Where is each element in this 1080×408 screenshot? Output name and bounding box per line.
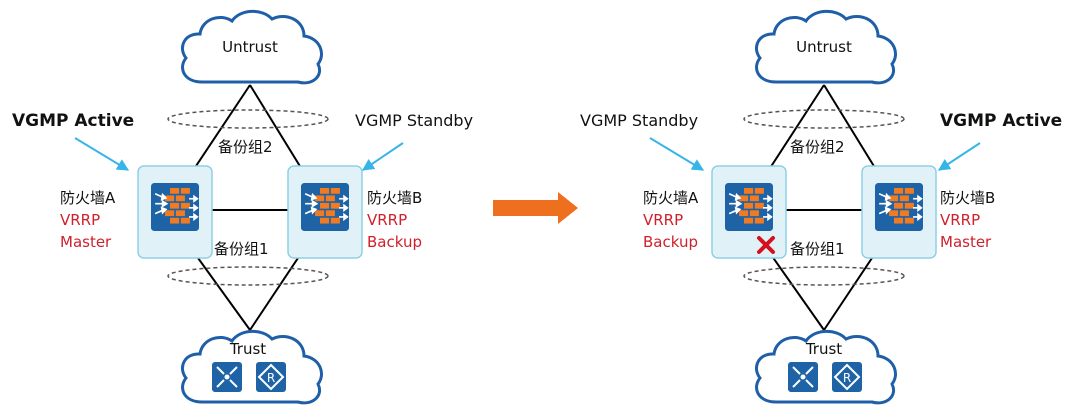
router-icon xyxy=(256,362,286,392)
fwb-vrrp: VRRP xyxy=(367,211,407,229)
untrust-label: Untrust xyxy=(222,38,278,56)
group-1-label: 备份组1 xyxy=(790,240,845,258)
role-right-label: VGMP Standby xyxy=(355,111,473,130)
backup-group-2-ring xyxy=(743,109,905,129)
untrust-label: Untrust xyxy=(796,38,852,56)
firewall-b-icon xyxy=(300,183,350,231)
fwb-vrrp: VRRP xyxy=(940,211,980,229)
firewall-b-icon xyxy=(874,183,924,231)
fwa-vrrp: VRRP xyxy=(643,211,683,229)
firewall-a-icon xyxy=(724,183,774,231)
role-left-callout xyxy=(649,137,705,171)
group-2-label: 备份组2 xyxy=(790,138,845,156)
trust-label: Trust xyxy=(805,340,842,358)
role-right-callout xyxy=(937,142,981,171)
link-failure-icon xyxy=(757,236,775,254)
firewall-a-icon xyxy=(150,183,200,231)
transition-arrow-icon xyxy=(493,192,578,224)
fwb-state: Backup xyxy=(367,233,422,251)
backup-group-1-ring xyxy=(167,266,329,286)
trust-label: Trust xyxy=(229,340,266,358)
role-right-callout xyxy=(362,142,404,171)
fwa-vrrp: VRRP xyxy=(60,211,100,229)
group-2-label: 备份组2 xyxy=(218,138,273,156)
role-right-label: VGMP Active xyxy=(940,111,1062,131)
router-icon xyxy=(832,362,862,392)
fwa-state: Master xyxy=(60,233,112,251)
fwb-name: 防火墙B xyxy=(940,189,995,207)
switch-icon xyxy=(212,362,242,392)
before-scenario: Untrust Trust 备份组2 备份组1 VGMP Active VGMP… xyxy=(12,9,473,405)
backup-group-1-ring xyxy=(743,266,905,286)
after-scenario: Untrust Trust 备份组2 备份组1 VGMP Standby VGM… xyxy=(580,9,1062,405)
role-left-label: VGMP Active xyxy=(12,111,134,131)
group-1-label: 备份组1 xyxy=(214,240,269,258)
switch-icon xyxy=(788,362,818,392)
fwa-state: Backup xyxy=(643,233,698,251)
fwb-name: 防火墙B xyxy=(367,189,422,207)
fwa-name: 防火墙A xyxy=(643,189,699,207)
fwa-name: 防火墙A xyxy=(60,189,116,207)
backup-group-2-ring xyxy=(167,109,329,129)
role-left-callout xyxy=(74,137,130,171)
role-left-label: VGMP Standby xyxy=(580,111,698,130)
fwb-state: Master xyxy=(940,233,992,251)
